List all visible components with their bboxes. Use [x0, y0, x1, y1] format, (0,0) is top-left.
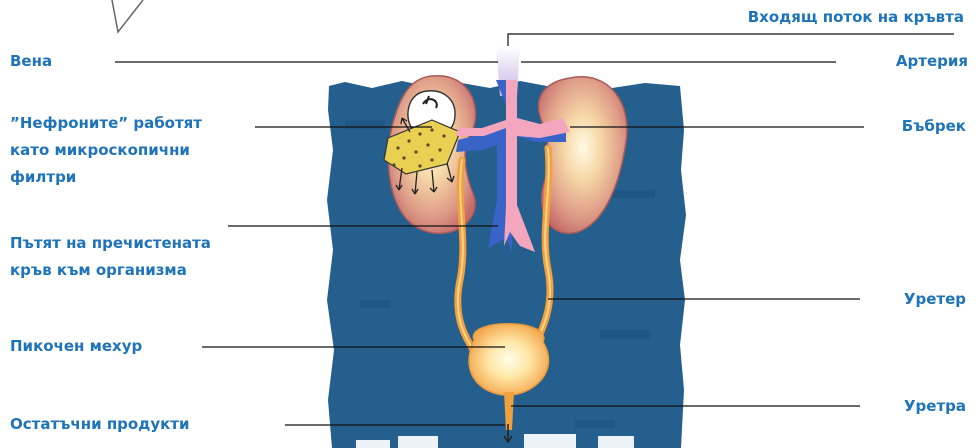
- label-urethra: Уретра: [904, 393, 966, 420]
- label-nephrons: ”Нефроните” работят като микроскопични ф…: [10, 110, 202, 191]
- label-nephrons-line1: ”Нефроните” работят: [10, 110, 202, 137]
- label-vein: Вена: [10, 48, 52, 75]
- label-purified-blood: Пътят на пречистената кръв към организма: [10, 230, 211, 284]
- label-purified-line1: Пътят на пречистената: [10, 230, 211, 257]
- label-kidney: Бъбрек: [902, 113, 966, 140]
- label-bladder: Пикочен мехур: [10, 333, 142, 360]
- label-ureter: Уретер: [904, 286, 966, 313]
- label-waste: Остатъчни продукти: [10, 411, 190, 438]
- corner-decoration: [112, 0, 143, 32]
- label-nephrons-line3: филтри: [10, 164, 202, 191]
- label-artery: Артерия: [896, 48, 968, 75]
- bladder: [469, 324, 549, 395]
- leader-blood-inflow: [508, 34, 954, 46]
- label-blood-inflow: Входящ поток на кръвта: [748, 4, 964, 31]
- label-purified-line2: кръв към организма: [10, 257, 211, 284]
- label-nephrons-line2: като микроскопични: [10, 137, 202, 164]
